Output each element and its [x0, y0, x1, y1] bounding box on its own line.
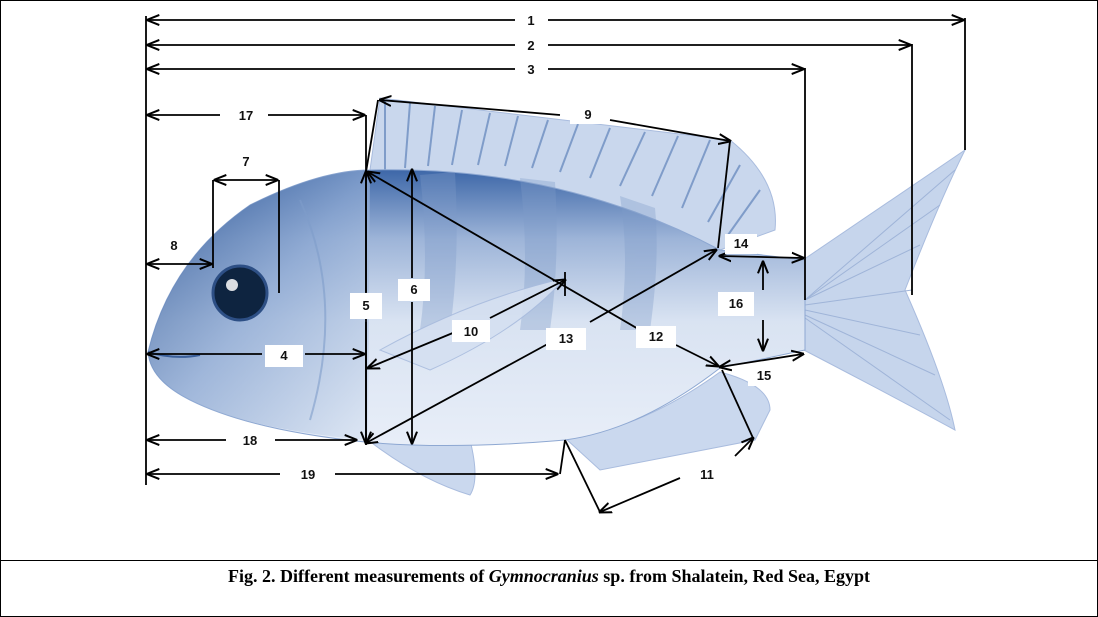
eye-icon [213, 266, 267, 320]
label-7: 7 [242, 154, 249, 169]
label-9: 9 [584, 107, 591, 122]
label-18: 18 [243, 433, 257, 448]
fish-measurement-diagram: 1 2 3 17 9 7 8 14 6 5 16 10 13 12 4 15 1 [0, 0, 1098, 560]
label-1: 1 [527, 13, 534, 28]
label-12: 12 [649, 329, 663, 344]
label-14: 14 [734, 236, 749, 251]
label-16: 16 [729, 296, 743, 311]
caption-divider [0, 560, 1098, 561]
caption-suffix: sp. from Shalatein, Red Sea, Egypt [599, 566, 870, 586]
label-3: 3 [527, 62, 534, 77]
label-10: 10 [464, 324, 478, 339]
label-19: 19 [301, 467, 315, 482]
caption-genus: Gymnocranius [489, 566, 599, 586]
label-8: 8 [170, 238, 177, 253]
label-13: 13 [559, 331, 573, 346]
figure-caption: Fig. 2. Different measurements of Gymnoc… [0, 566, 1098, 587]
label-6: 6 [410, 282, 417, 297]
label-5: 5 [362, 298, 369, 313]
label-15: 15 [757, 368, 771, 383]
label-17: 17 [239, 108, 253, 123]
label-11: 11 [700, 467, 714, 482]
caption-prefix: Fig. 2. Different measurements of [228, 566, 489, 586]
label-4: 4 [280, 348, 288, 363]
label-2: 2 [527, 38, 534, 53]
